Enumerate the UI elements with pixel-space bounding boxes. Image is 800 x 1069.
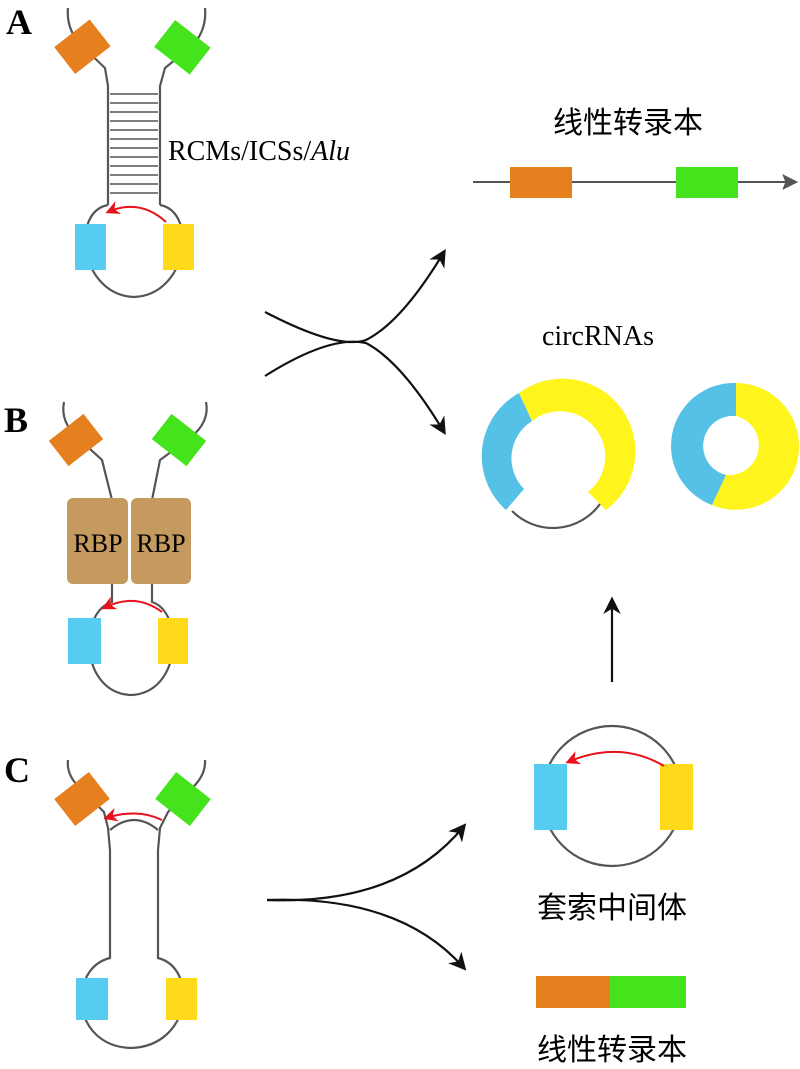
exon-blue (76, 978, 108, 1020)
panel-c: C (4, 750, 211, 1050)
circrnas-label: circRNAs (542, 321, 654, 352)
rbp-right-label: RBP (136, 529, 185, 558)
exon-skipping-arrow-icon (103, 807, 163, 822)
panel-b-label: B (4, 400, 28, 440)
flow-arrow-to-linear-icon (264, 248, 446, 344)
linear-transcript-top-label: 线性转录本 (553, 106, 703, 141)
complementary-pairing-rungs (110, 93, 158, 194)
exon-yellow (163, 224, 194, 270)
linear-transcript-bottom-label: 线性转录本 (537, 1033, 687, 1068)
circrnas: circRNAs (481, 321, 800, 530)
ring-segment-yellow (712, 383, 800, 510)
exon-orange (510, 167, 572, 198)
exon-green (610, 976, 686, 1008)
exon-green (155, 772, 211, 826)
flow-arrow-to-lariat-icon (266, 823, 467, 902)
lariat-intermediate: 套索中间体 (534, 724, 693, 926)
ring-segment-blue (481, 393, 532, 510)
back-splice-arrow-icon (101, 596, 163, 613)
lariat-intermediate-label: 套索中间体 (537, 891, 687, 926)
flow-arrow-to-circrna-icon (264, 340, 446, 436)
exon-yellow (660, 764, 693, 830)
exon-blue (534, 764, 567, 830)
exon-blue (75, 224, 106, 270)
back-splice-arrow-icon (565, 750, 665, 767)
rbp-left: RBP (67, 498, 128, 584)
exon-blue (68, 618, 101, 664)
exon-green (154, 20, 211, 75)
panel-a-label: A (6, 2, 32, 42)
ring-segment-blue (671, 382, 736, 505)
pairing-label-italic: Alu (309, 136, 350, 167)
panel-a: A RCMs (6, 2, 350, 299)
ring-segment-yellow (519, 378, 636, 510)
ecircrna-ring (671, 382, 800, 510)
exon-yellow (158, 618, 188, 664)
eciwirna-ring (481, 378, 636, 530)
panel-b: B RBP RBP (4, 400, 208, 697)
pairing-label-prefix: RCMs/ICSs/ (168, 136, 311, 167)
exon-orange (48, 413, 104, 467)
exon-yellow (166, 978, 197, 1020)
flow-arrow-to-linear-bottom-icon (266, 898, 467, 971)
linear-transcript-bottom: 线性转录本 (536, 976, 687, 1068)
exon-orange (54, 19, 111, 74)
exon-orange (54, 772, 110, 826)
exon-orange (536, 976, 610, 1008)
linear-transcript-top: 线性转录本 (473, 106, 799, 198)
pairing-elements-label: RCMs/ICSs/Alu (168, 136, 350, 167)
back-splice-arrow-icon (105, 201, 167, 223)
panel-c-precursor (54, 759, 211, 1050)
exon-green (676, 167, 738, 198)
panel-c-label: C (4, 750, 30, 790)
panel-a-precursor (54, 7, 211, 299)
panel-b-precursor: RBP RBP (48, 401, 208, 697)
rbp-right: RBP (131, 498, 191, 584)
flow-arrows (264, 248, 621, 971)
rbp-left-label: RBP (73, 529, 122, 558)
exon-green (151, 413, 207, 467)
